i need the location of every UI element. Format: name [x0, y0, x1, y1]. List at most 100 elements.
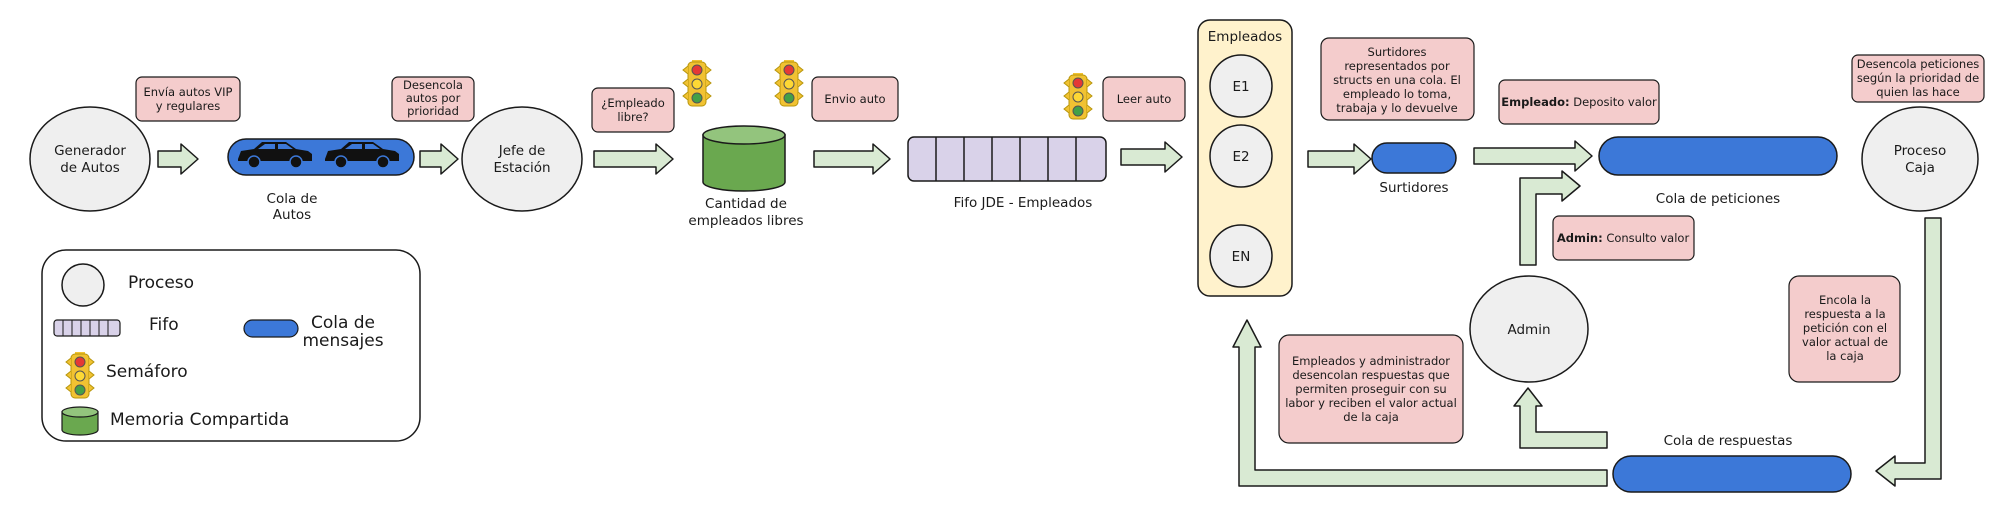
- process-label: de Autos: [60, 160, 120, 176]
- note-text: Consulto valor: [1603, 231, 1690, 245]
- surtidores-queue: Surtidores: [1371, 142, 1457, 196]
- note-line: prioridad: [407, 104, 459, 118]
- note-text: Deposito valor: [1570, 95, 1657, 109]
- queue-label: Surtidores: [1379, 180, 1448, 196]
- legend: Proceso Fifo Cola de mensajes Semáforo M…: [41, 249, 421, 442]
- legend-item-semaforo: Semáforo: [65, 351, 188, 399]
- note-line: desencolan respuestas que: [1292, 368, 1449, 382]
- note-admin-consulto: Admin: Consulto valor: [1552, 215, 1695, 261]
- note-line: permiten proseguir con su: [1295, 382, 1446, 396]
- note-empleado-deposito: Empleado: Deposito valor: [1498, 79, 1660, 125]
- fifo-jde-empleados: Fifo JDE - Empleados: [907, 136, 1107, 211]
- note-line: Surtidores: [1368, 45, 1427, 59]
- note-line: autos por: [406, 91, 461, 105]
- arrow-fifo-to-empleados: [1120, 141, 1183, 173]
- arrow-respuestas-to-admin: [1513, 387, 1608, 449]
- note-surtidores-info: Surtidores representados por structs en …: [1320, 37, 1475, 121]
- arrow-admin-to-peticiones: [1519, 170, 1581, 266]
- note-line: de la caja: [1343, 410, 1399, 424]
- note-line: libre?: [617, 110, 648, 124]
- queue-label: Cola de: [267, 191, 318, 207]
- legend-label: Proceso: [128, 273, 194, 293]
- employee-label: EN: [1232, 249, 1251, 265]
- employee-e1: E1: [1209, 54, 1273, 118]
- arrow-respuestas-to-empleados: [1232, 319, 1608, 487]
- process-label: Generador: [54, 143, 126, 159]
- arrow-caja-to-respuestas: [1875, 217, 1942, 487]
- note-line: Empleado: Deposito valor: [1501, 95, 1657, 109]
- cola-peticiones-queue: Cola de peticiones: [1598, 136, 1838, 207]
- note-leer-auto: Leer auto: [1102, 76, 1186, 122]
- arrow-surtidores-to-peticiones: [1473, 140, 1593, 172]
- employee-en: EN: [1209, 224, 1273, 288]
- note-line: quien las hace: [1876, 85, 1959, 99]
- note-line: empleado lo toma,: [1343, 87, 1451, 101]
- semaphore-icon: [774, 59, 804, 107]
- employee-e2: E2: [1209, 124, 1273, 188]
- semaphore-icon: [65, 351, 95, 399]
- note-line: labor y reciben el valor actual: [1285, 396, 1457, 410]
- queue-label: Cola de peticiones: [1656, 191, 1780, 207]
- process-label: Caja: [1905, 160, 1935, 176]
- note-bold: Admin:: [1557, 231, 1603, 245]
- note-line: valor actual de: [1802, 335, 1888, 349]
- semaphore-icon: [682, 59, 712, 107]
- note-bold: Empleado:: [1501, 95, 1569, 109]
- note-line: trabaja y lo devuelve: [1336, 101, 1458, 115]
- empleados-title: Empleados: [1208, 29, 1282, 45]
- process-label: Admin: [1507, 322, 1550, 338]
- semaphore-icon: [1063, 72, 1093, 120]
- arrow-cola-to-jefe: [419, 143, 459, 175]
- arrow-shm-to-fifo: [813, 143, 891, 175]
- shm-label: Cantidad de: [705, 196, 787, 212]
- note-line: Desencola: [403, 78, 463, 92]
- shm-label: empleados libres: [688, 213, 803, 229]
- note-line: y regulares: [156, 99, 220, 113]
- note-line: según la prioridad de: [1857, 71, 1979, 85]
- note-empleado-libre: ¿Empleado libre?: [591, 87, 675, 133]
- flow-arrows: [157, 140, 1942, 487]
- cola-respuestas-queue: Cola de respuestas: [1612, 433, 1852, 493]
- note-line: petición con el: [1803, 321, 1887, 335]
- legend-item-proceso: Proceso: [61, 263, 194, 307]
- arrow-jefe-to-shm: [593, 143, 674, 175]
- note-line: ¿Empleado: [601, 96, 665, 110]
- process-label: Jefe de: [498, 143, 546, 159]
- legend-item-memoria: Memoria Compartida: [61, 406, 289, 436]
- note-line: la caja: [1826, 349, 1864, 363]
- cola-autos-queue: Cola de Autos: [227, 138, 415, 223]
- note-desencola-autos: Desencola autos por prioridad: [391, 76, 475, 122]
- note-line: Envio auto: [824, 92, 885, 106]
- note-envio-auto: Envio auto: [811, 76, 899, 122]
- legend-item-cola-mensajes: Cola de mensajes: [243, 313, 384, 351]
- employee-label: E1: [1232, 79, 1249, 95]
- legend-item-fifo: Fifo: [53, 315, 179, 337]
- shared-memory-cantidad-empleados: Cantidad de empleados libres: [688, 125, 804, 229]
- note-encola-respuesta: Encola la respuesta a la petición con el…: [1788, 275, 1901, 383]
- fifo-label: Fifo JDE - Empleados: [954, 195, 1093, 211]
- legend-label: mensajes: [302, 331, 383, 351]
- empleados-group: Empleados E1 E2 EN: [1197, 19, 1293, 297]
- note-line: Empleados y administrador: [1292, 354, 1450, 368]
- legend-label: Fifo: [149, 315, 179, 335]
- legend-label: Memoria Compartida: [110, 410, 289, 430]
- legend-label: Semáforo: [106, 362, 188, 382]
- note-line: Admin: Consulto valor: [1557, 231, 1690, 245]
- legend-label: Cola de: [311, 313, 375, 333]
- note-line: Envía autos VIP: [144, 85, 233, 99]
- note-line: Encola la: [1819, 293, 1871, 307]
- arrow-empleados-to-surtidores: [1307, 143, 1372, 175]
- note-line: respuesta a la: [1804, 307, 1885, 321]
- note-line: Leer auto: [1117, 92, 1172, 106]
- queue-label: Autos: [273, 207, 311, 223]
- note-line: structs en una cola. El: [1333, 73, 1461, 87]
- queue-label: Cola de respuestas: [1664, 433, 1793, 449]
- process-label: Estación: [493, 160, 550, 176]
- note-envia-autos: Envía autos VIP y regulares: [135, 76, 241, 122]
- arrow-generador-to-cola: [157, 143, 199, 175]
- note-line: representados por: [1344, 59, 1450, 73]
- process-admin: Admin: [1469, 275, 1589, 383]
- process-caja: Proceso Caja: [1861, 106, 1979, 212]
- note-respuestas-info: Empleados y administrador desencolan res…: [1278, 334, 1464, 444]
